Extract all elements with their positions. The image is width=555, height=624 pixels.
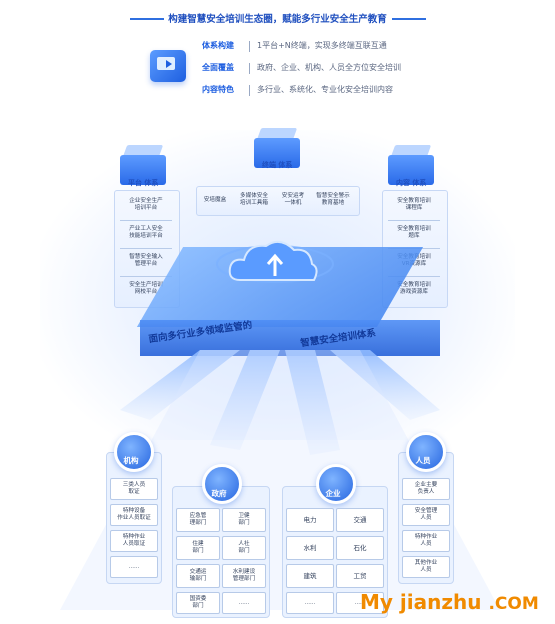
cloud-upload-icon	[216, 240, 334, 283]
list-item: 水利建设 管理部门	[222, 564, 266, 588]
watermark-main: My jianzhu	[360, 590, 482, 614]
government-icon	[202, 464, 242, 504]
list-item: 安培魔盒	[203, 197, 227, 203]
header-rule-right	[392, 18, 426, 20]
list-item: 安全教育培训 题库	[397, 226, 431, 239]
list-item: 工贸	[336, 564, 384, 588]
list-item: 企业主要 负责人	[402, 478, 450, 500]
list-item: 安全生产培训 网校平台	[129, 282, 163, 295]
list-item: 人社 部门	[222, 536, 266, 560]
list-item: 安安运考 一体机	[281, 193, 305, 206]
person-label: 人员	[415, 456, 431, 465]
list-item: ......	[336, 592, 384, 614]
video-screen-icon	[150, 50, 186, 82]
list-item: 安全管理 人员	[402, 504, 450, 526]
feature-text: 1平台+N终端，实现多终端互联互通	[257, 41, 387, 50]
list-item: 卫健 部门	[222, 508, 266, 532]
watermark-suffix: .COM	[488, 594, 539, 614]
watermark: My jianzhu .COM	[360, 590, 539, 614]
platform-cube-icon	[120, 145, 166, 187]
list-item: 安全教育培训 课程库	[397, 198, 431, 211]
list-item: 企业安全生产 培训平台	[129, 198, 163, 211]
list-item: 智慧安全警示 教育基地	[316, 193, 350, 206]
list-item: ......	[286, 592, 334, 614]
list-item: 石化	[336, 536, 384, 560]
list-item: 国资委 部门	[176, 592, 220, 614]
list-item: 其他作业 人员	[402, 556, 450, 578]
feature-text: 多行业、系统化、专业化安全培训内容	[257, 85, 393, 94]
feature-label: 内容特色	[202, 85, 234, 94]
content-cube-label: 内容 体系	[396, 179, 427, 187]
list-item: ......	[110, 556, 158, 578]
list-item: 水利	[286, 536, 334, 560]
person-icon	[406, 432, 446, 472]
list-item: 建筑	[286, 564, 334, 588]
terminal-list-panel	[196, 186, 360, 216]
enterprise-icon	[316, 464, 356, 504]
list-item: 电力	[286, 508, 334, 532]
list-item: 三类人员 取证	[110, 478, 158, 500]
list-item: 特种作业 人员	[402, 530, 450, 552]
feature-label: 体系构建	[202, 41, 234, 50]
list-item: 智慧安全输入 管理平台	[129, 254, 163, 267]
page-title: 构建智慧安全培训生态圈，赋能多行业安全生产教育	[168, 14, 387, 25]
list-item: 特种作业 人员取证	[110, 530, 158, 552]
gov-label: 政府	[211, 489, 227, 498]
list-item: 特种设备 作业人员取证	[110, 504, 158, 526]
institution-icon	[114, 432, 154, 472]
list-item: 应急管 理部门	[176, 508, 220, 532]
list-item: 住建 部门	[176, 536, 220, 560]
list-item: 安全教育培训 游戏资源库	[397, 282, 431, 295]
feature-label: 全面覆盖	[202, 63, 234, 72]
list-item: 交通运 输部门	[176, 564, 220, 588]
list-item: ......	[222, 592, 266, 614]
list-item: 产业工人安全 技能培训平台	[129, 226, 163, 239]
feature-text: 政府、企业、机构、人员全方位安全培训	[257, 63, 401, 72]
flow-arrows	[60, 350, 500, 610]
platform-cube-label: 平台 体系	[128, 179, 159, 187]
ent-label: 企业	[325, 489, 341, 498]
org-label: 机构	[123, 456, 139, 465]
header-rule-left	[130, 18, 164, 20]
terminal-cube-icon	[254, 128, 300, 170]
list-item: 交通	[336, 508, 384, 532]
terminal-cube-label: 终端 体系	[262, 161, 293, 169]
content-cube-icon	[388, 145, 434, 187]
list-item: 多媒体安全 培训工具箱	[240, 193, 268, 206]
